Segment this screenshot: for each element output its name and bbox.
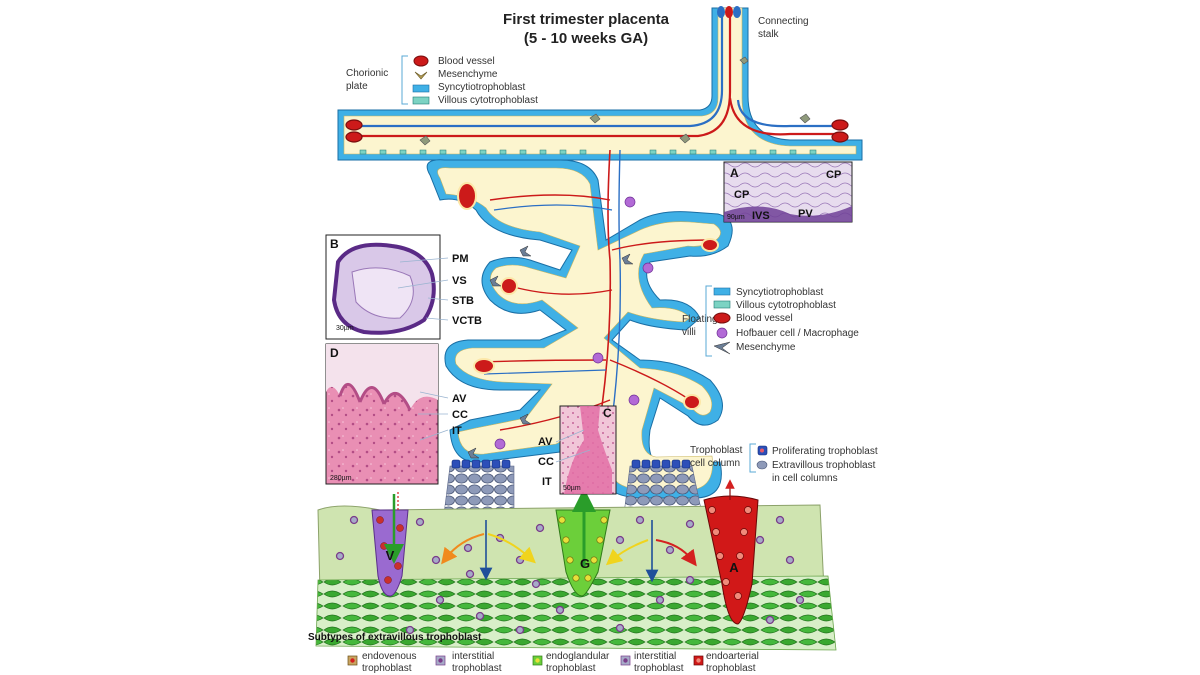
subtype-5-label-2: trophoblast	[706, 663, 756, 674]
legend-evt-2: in cell columns	[772, 473, 838, 484]
panel-a-letter: A	[730, 166, 739, 180]
cell-column-label: Trophoblast	[690, 445, 743, 456]
panel-b-label-stb: STB	[452, 295, 474, 307]
panel-d-label-it: IT	[452, 425, 462, 437]
panel-b-label-vctb: VCTB	[452, 315, 482, 327]
villous-cytotrophoblast-icon	[413, 97, 429, 104]
subtypes-title: Subtypes of extravillous trophoblast	[308, 632, 482, 643]
panel-c-label-av: AV	[538, 436, 553, 448]
legend-villous-cytotrophoblast: Villous cytotrophoblast	[438, 95, 538, 106]
panel-d-label-cc: CC	[452, 409, 468, 421]
legend-blood-vessel: Blood vessel	[438, 56, 495, 67]
panel-b: B 30µm PM VS STB VCTB	[326, 235, 482, 339]
legend-evt: Extravillous trophoblast	[772, 460, 876, 471]
panel-d-label-av: AV	[452, 393, 467, 405]
subtype-2-label: interstitial	[452, 651, 494, 662]
subtype-3-label: endoglandular	[546, 651, 610, 662]
subtype-4-label-2: trophoblast	[634, 663, 684, 674]
subtype-1-label: endovenous	[362, 651, 417, 662]
legend-fv-hofbauer: Hofbauer cell / Macrophage	[736, 328, 859, 339]
panel-b-scale: 30µm	[336, 325, 354, 332]
panel-b-label-vs: VS	[452, 275, 467, 287]
chorionic-plate-label: Chorionic	[346, 68, 388, 79]
syncytiotrophoblast-icon	[413, 85, 429, 92]
panel-c-label-it: IT	[542, 476, 552, 488]
panel-c-label-cc: CC	[538, 456, 554, 468]
legend-fv-syncytiotrophoblast: Syncytiotrophoblast	[736, 287, 823, 298]
cell-column-label-2: cell column	[690, 458, 740, 469]
blood-vessel-icon	[414, 56, 428, 66]
panel-a-scale: 90µm	[727, 214, 745, 221]
subtype-3-label-2: trophoblast	[546, 663, 596, 674]
legend-mesenchyme: Mesenchyme	[438, 69, 498, 80]
blood-vessel-icon	[714, 313, 730, 323]
subtype-4-label: interstitial	[634, 651, 676, 662]
connecting-stalk-label-2: stalk	[758, 29, 780, 40]
panel-c-letter: C	[603, 406, 612, 420]
hofbauer-cell-icon	[717, 328, 727, 338]
vessel-label-v: V	[386, 548, 395, 563]
syncytiotrophoblast-icon	[714, 288, 730, 295]
legend-fv-blood-vessel: Blood vessel	[736, 313, 793, 324]
panel-a-label-ivs: IVS	[752, 210, 770, 222]
panel-b-letter: B	[330, 237, 339, 251]
diagram-title-line1: First trimester placenta	[503, 11, 670, 28]
diagram-title-line2: (5 - 10 weeks GA)	[524, 30, 648, 47]
panel-a-label-cp: CP	[734, 189, 749, 201]
floating-villi-label: Floating	[682, 314, 718, 325]
subtype-5-label: endoarterial	[706, 651, 759, 662]
floating-villi-legend: Floating villi Syncytiotrophoblast Villo…	[682, 286, 859, 356]
legend-fv-mesenchyme: Mesenchyme	[736, 342, 796, 353]
evt-icon	[757, 461, 767, 469]
floating-villi-label-2: villi	[682, 327, 696, 338]
panel-a-label-pv: PV	[798, 208, 813, 220]
panel-b-label-pm: PM	[452, 253, 469, 265]
mesenchyme-icon	[714, 342, 730, 354]
legend-proliferating-trophoblast: Proliferating trophoblast	[772, 446, 878, 457]
subtype-2-label-2: trophoblast	[452, 663, 502, 674]
panel-a-label-cp2: CP	[826, 169, 841, 181]
chorionic-plate-legend: Chorionic plate Blood vessel Mesenchyme …	[346, 56, 538, 106]
panel-d-letter: D	[330, 346, 339, 360]
villous-cytotrophoblast-icon	[714, 301, 730, 308]
vessel-label-a: A	[729, 560, 739, 575]
vessel-label-g: G	[580, 556, 590, 571]
legend-syncytiotrophoblast: Syncytiotrophoblast	[438, 82, 525, 93]
panel-d-scale: 280µm	[330, 475, 352, 482]
chorionic-plate-label-2: plate	[346, 81, 368, 92]
legend-fv-villous-cytotrophoblast: Villous cytotrophoblast	[736, 300, 836, 311]
panel-c-scale: 50µm	[563, 485, 581, 492]
mesenchyme-icon	[415, 72, 427, 79]
subtype-1-label-2: trophoblast	[362, 663, 412, 674]
panel-a: A CP CP IVS PV 90µm	[724, 162, 852, 222]
connecting-stalk-label: Connecting	[758, 16, 809, 27]
